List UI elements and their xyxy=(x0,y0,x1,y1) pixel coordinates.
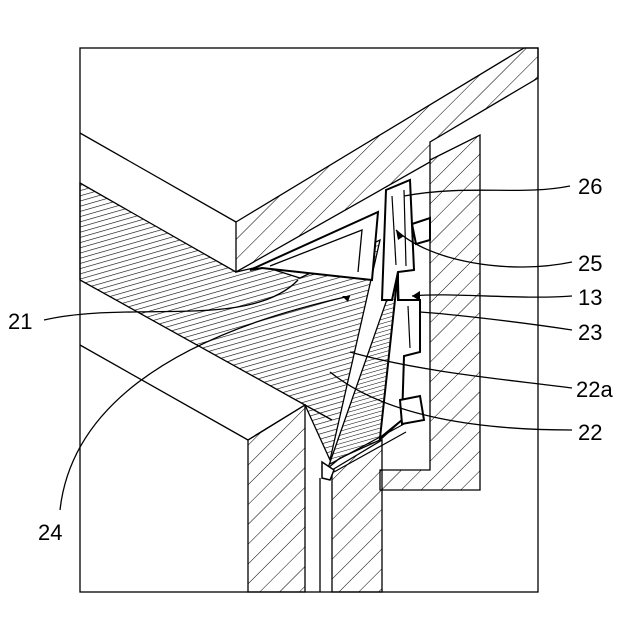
lining-board xyxy=(80,183,380,460)
right-lower-wall xyxy=(332,440,382,592)
ref-label-13: 13 xyxy=(578,285,602,310)
ref-label-22a: 22a xyxy=(576,377,613,402)
ref-label-23: 23 xyxy=(578,320,602,345)
left-lower-wall xyxy=(248,405,305,592)
leader-26 xyxy=(404,186,570,196)
ref-label-26: 26 xyxy=(578,174,602,199)
ref-label-21: 21 xyxy=(8,309,32,334)
ref-label-24: 24 xyxy=(38,520,62,545)
ref-label-25: 25 xyxy=(578,251,602,276)
ref-label-22: 22 xyxy=(578,420,602,445)
